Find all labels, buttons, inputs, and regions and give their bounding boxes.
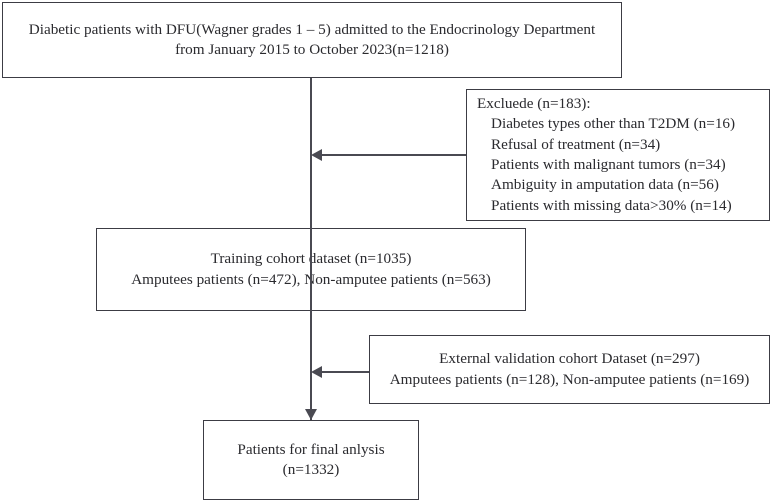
external-line-2: Amputees patients (n=128), Non-amputee p…: [389, 370, 750, 388]
exclusions-heading: Excluede (n=183):: [477, 94, 591, 112]
connector-main-spine: [310, 78, 312, 420]
node-exclusions: Excluede (n=183): Diabetes types other t…: [466, 89, 770, 221]
exclusion-item-3: Patients with malignant tumors (n=34): [491, 156, 726, 173]
arrowhead-exclusions: [311, 149, 322, 161]
final-line-2: (n=1332): [282, 461, 340, 478]
node-external-validation-cohort: External validation cohort Dataset (n=29…: [369, 335, 770, 404]
node-final-analysis: Patients for final anlysis (n=1332): [203, 420, 419, 500]
external-line-1: External validation cohort Dataset (n=29…: [439, 350, 700, 368]
source-line-1: Diabetic patients with DFU(Wagner grades…: [28, 20, 596, 38]
exclusion-item-2: Refusal of treatment (n=34): [491, 135, 661, 153]
arrowhead-external-cohort: [311, 366, 322, 378]
connector-exclusions-to-spine: [318, 154, 466, 156]
arrowhead-final-analysis: [305, 409, 317, 420]
exclusion-item-4: Ambiguity in amputation data (n=56): [491, 176, 719, 194]
exclusion-item-1: Diabetes types other than T2DM (n=16): [491, 115, 736, 133]
final-line-1: Patients for final anlysis: [237, 440, 385, 458]
source-line-2: from January 2015 to October 2023(n=1218…: [175, 41, 449, 58]
exclusion-item-5: Patients with missing data>30% (n=14): [491, 196, 732, 214]
connector-external-cohort-to-spine: [318, 371, 369, 373]
node-source-population: Diabetic patients with DFU(Wagner grades…: [2, 2, 622, 78]
